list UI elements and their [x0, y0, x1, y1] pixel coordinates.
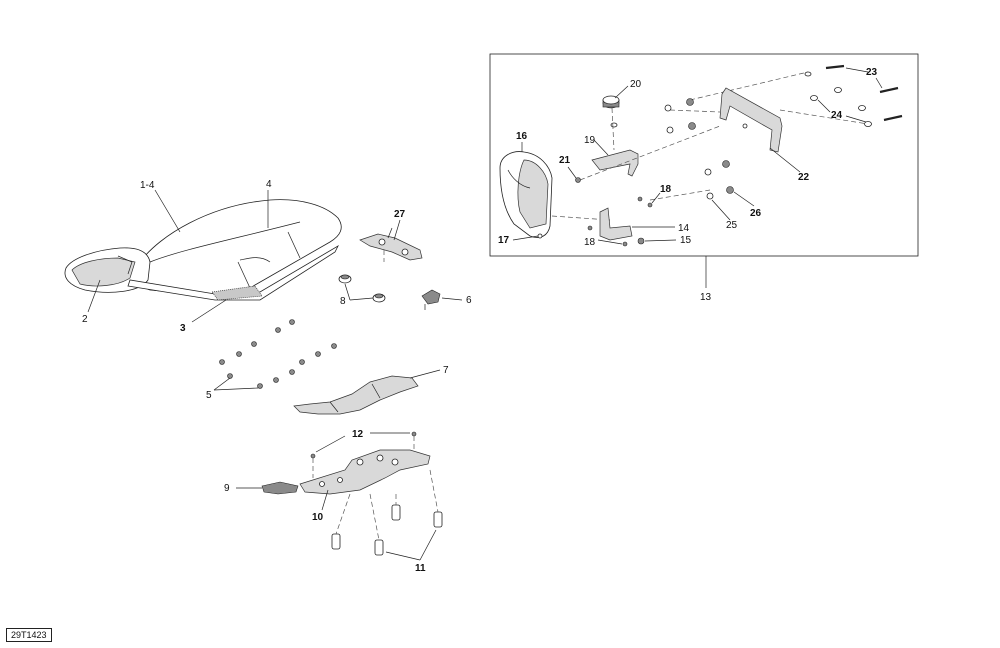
callout-3: 3 [180, 323, 186, 334]
bracket-19 [591, 149, 639, 177]
heat-shield-7 [293, 375, 419, 415]
callout-10: 10 [312, 512, 324, 523]
callout-14: 14 [678, 223, 690, 234]
bracket-14 [599, 207, 633, 241]
bracket-27 [359, 227, 423, 262]
callout-7: 7 [443, 365, 449, 376]
standoffs-11 [331, 504, 443, 556]
washers-24 [810, 87, 872, 127]
assembly-13-box [489, 53, 919, 257]
callout-6: 6 [466, 295, 472, 306]
callout-8: 8 [340, 296, 346, 307]
callout-23: 23 [866, 67, 878, 78]
nuts-cluster [664, 98, 734, 200]
callout-16: 16 [516, 131, 528, 142]
bracket-22 [719, 87, 783, 153]
callout-18-top: 18 [660, 184, 672, 195]
callout-9: 9 [224, 483, 230, 494]
cover-16 [499, 151, 553, 239]
callout-5: 5 [206, 390, 212, 401]
base-plate-10 [299, 449, 431, 495]
bolts-23 [804, 64, 903, 122]
callout-17: 17 [498, 235, 510, 246]
callout-12: 12 [352, 429, 364, 440]
callout-1-4: 1-4 [140, 180, 155, 191]
callout-18-bottom: 18 [584, 237, 596, 248]
callout-11: 11 [415, 563, 426, 574]
callout-26: 26 [750, 208, 762, 219]
callout-15: 15 [680, 235, 692, 246]
bracket-9 [261, 481, 299, 495]
screws-5 [219, 319, 337, 389]
diagram-code-label: 29T1423 [6, 628, 52, 642]
clip-6 [421, 289, 441, 310]
callout-25: 25 [726, 220, 738, 231]
callout-20: 20 [630, 79, 642, 90]
callout-2: 2 [82, 314, 88, 325]
callout-4: 4 [266, 179, 272, 190]
callout-27: 27 [394, 209, 406, 220]
knob-20 [602, 95, 620, 128]
seat-assembly [64, 199, 342, 301]
callout-19: 19 [584, 135, 596, 146]
callout-24: 24 [831, 110, 843, 121]
callout-21: 21 [559, 155, 571, 166]
callout-13: 13 [700, 292, 712, 303]
callout-22: 22 [798, 172, 810, 183]
grommet-8 [338, 274, 386, 303]
